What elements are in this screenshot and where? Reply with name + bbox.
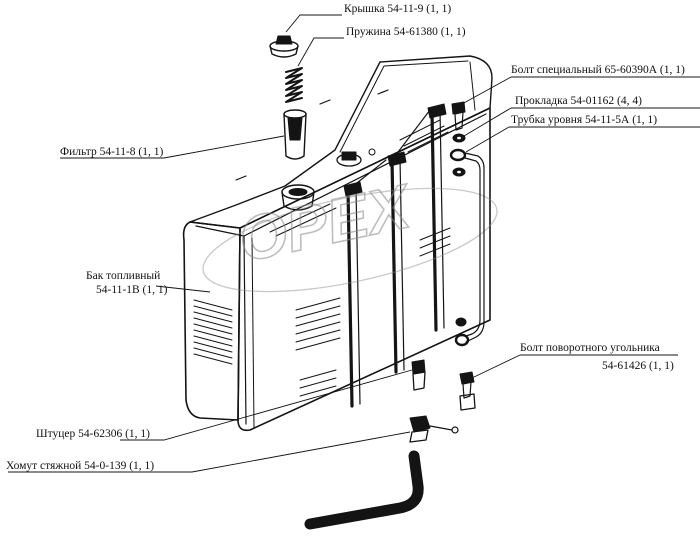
- filter-part: [283, 109, 307, 160]
- gasket-parts: [452, 133, 466, 177]
- label-clamp: Хомут стяжной 54-0-139 (1, 1): [6, 460, 154, 472]
- label-elbow-bolt-line1: Болт поворотного угольника: [520, 342, 660, 354]
- label-tank-line2: 54-11-1В (1, 1): [96, 284, 168, 296]
- label-elbow-bolt-line2: 54-61426 (1, 1): [602, 360, 674, 372]
- label-cap: Крышка 54-11-9 (1, 1): [344, 3, 451, 15]
- front-face-shading: [269, 119, 451, 397]
- label-special-bolt: Болт специальный 65-60390А (1, 1): [511, 64, 685, 76]
- label-tank-line1: Бак топливный: [86, 270, 160, 282]
- clamp-part: [409, 415, 459, 443]
- spring-part: [285, 67, 303, 103]
- watermark-ring: [202, 187, 498, 293]
- drain-hose-part: [304, 450, 424, 530]
- fuel-tank: [182, 55, 493, 432]
- label-filter: Фильтр 54-11-8 (1, 1): [60, 146, 164, 158]
- label-level-tube: Трубка уровня 54-11-5А (1, 1): [511, 114, 657, 126]
- label-gasket: Прокладка 54-01162 (4, 4): [515, 95, 642, 107]
- leader-lines: [8, 14, 700, 473]
- left-face-shading: [193, 299, 233, 365]
- cap-part: [269, 35, 299, 58]
- elbow-bolt-part: [459, 371, 476, 411]
- tank-strap-2: [387, 151, 407, 374]
- label-fitting: Штуцер 54-62306 (1, 1): [36, 428, 150, 440]
- level-tube-part: [449, 148, 485, 347]
- tank-strap-3: [427, 103, 447, 332]
- special-bolt-part: [451, 101, 466, 131]
- tank-strap-1: [343, 181, 363, 408]
- fitting-part: [411, 359, 426, 391]
- filler-neck: [281, 184, 315, 211]
- label-spring: Пружина 54-61380 (1, 1): [346, 26, 466, 38]
- fuel-level-sender: [336, 148, 376, 167]
